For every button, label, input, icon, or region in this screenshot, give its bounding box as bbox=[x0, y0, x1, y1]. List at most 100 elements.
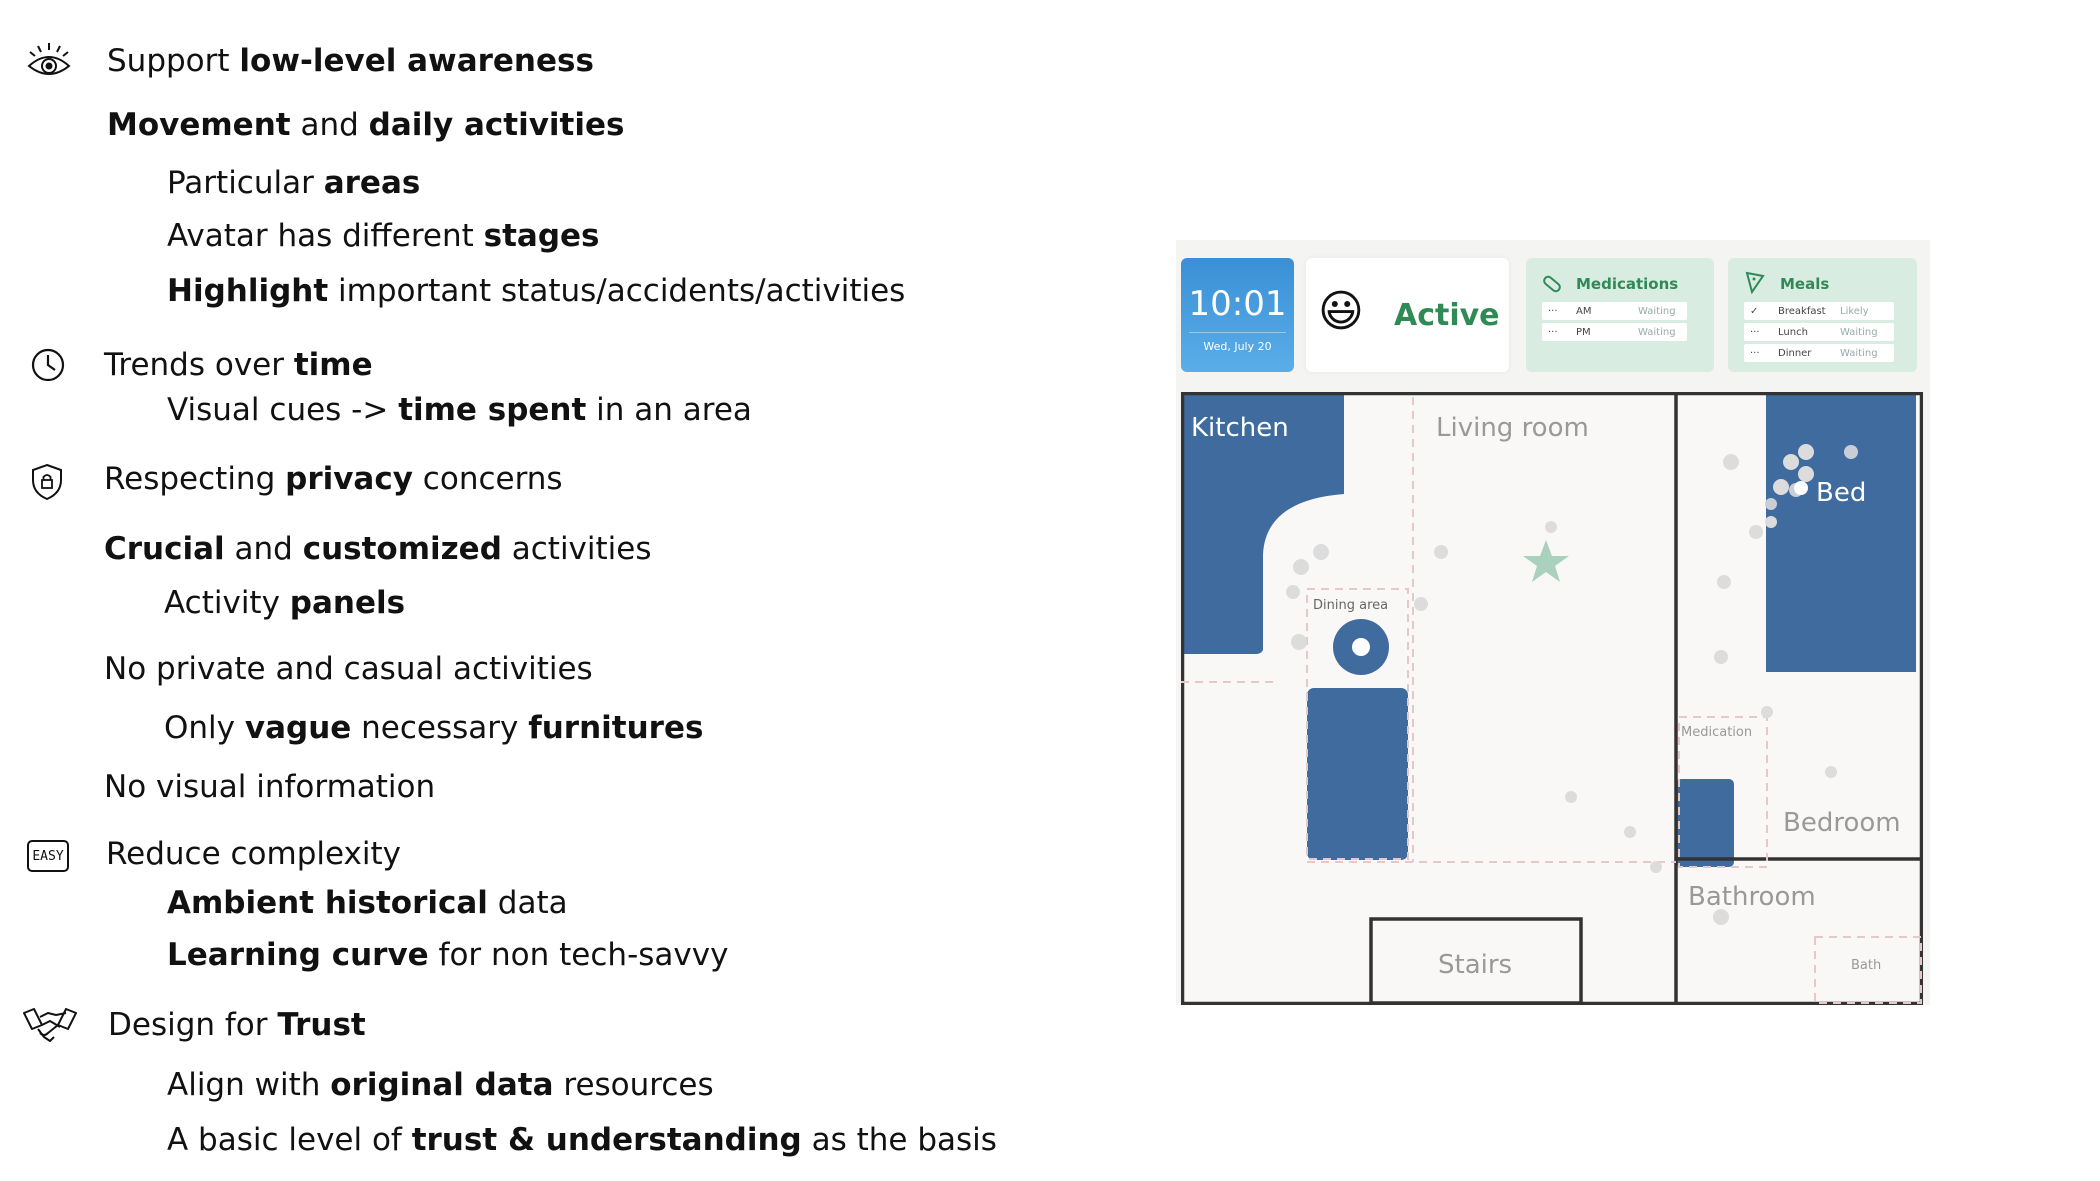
text: in an area bbox=[586, 392, 752, 428]
bullet-line: Crucial and customized activities bbox=[104, 534, 652, 565]
text: Only bbox=[164, 710, 245, 746]
bullet-line: Trends over time bbox=[104, 350, 373, 381]
shield-lock-icon bbox=[32, 463, 62, 501]
item-label: PM bbox=[1576, 327, 1591, 338]
status-mark: ··· bbox=[1548, 327, 1558, 338]
text: Design for bbox=[108, 1007, 278, 1043]
text: and bbox=[224, 531, 303, 567]
text: concerns bbox=[412, 461, 563, 497]
room-label-bath: Bath bbox=[1851, 958, 1882, 973]
dining-bench bbox=[1307, 688, 1408, 860]
item-label: AM bbox=[1576, 306, 1592, 317]
room-label-stairs: Stairs bbox=[1438, 950, 1513, 980]
avatar-dot bbox=[1794, 481, 1808, 495]
text: Activity bbox=[164, 585, 290, 621]
bullet-line: Movement and daily activities bbox=[107, 110, 624, 141]
bullet-line: Particular areas bbox=[167, 168, 420, 199]
bullet-line: Design for Trust bbox=[108, 1010, 366, 1041]
bold-text: low-level awareness bbox=[239, 43, 594, 79]
bullet-line: Align with original data resources bbox=[167, 1070, 714, 1101]
item-label: Dinner bbox=[1778, 348, 1812, 359]
text: Particular bbox=[167, 165, 324, 201]
bold-text: Ambient historical bbox=[167, 885, 488, 921]
bold-text: time bbox=[293, 347, 373, 383]
bullet-line: Highlight important status/accidents/act… bbox=[167, 276, 905, 307]
bold-text: Trust bbox=[277, 1007, 366, 1043]
item-status: Waiting bbox=[1638, 327, 1676, 338]
clock-icon bbox=[31, 348, 65, 382]
medications-card: Medications ··· AM Waiting··· PM Waiting bbox=[1526, 258, 1714, 372]
status-mark: ··· bbox=[1548, 306, 1558, 317]
clock-card: 10:01 Wed, July 20 bbox=[1181, 258, 1294, 372]
text: important status/accidents/activities bbox=[328, 273, 906, 309]
text: No private and casual activities bbox=[104, 651, 593, 687]
pizza-icon bbox=[1745, 271, 1765, 294]
bold-text: vague bbox=[244, 710, 352, 746]
text: resources bbox=[553, 1067, 714, 1103]
bold-text: customized bbox=[302, 531, 502, 567]
clock-date: Wed, July 20 bbox=[1203, 340, 1272, 353]
bold-text: original data bbox=[330, 1067, 554, 1103]
text: necessary bbox=[351, 710, 529, 746]
item-label: Breakfast bbox=[1778, 306, 1826, 317]
text: Visual cues -> bbox=[167, 392, 399, 428]
room-label-bedroom: Bedroom bbox=[1783, 808, 1901, 838]
meals-title: Meals bbox=[1780, 275, 1830, 293]
status-mark: ··· bbox=[1750, 348, 1760, 359]
star-marker bbox=[1523, 540, 1569, 582]
bullet-line: Only vague necessary furnitures bbox=[164, 713, 703, 744]
bold-text: Learning curve bbox=[167, 937, 429, 973]
bullet-line: Avatar has different stages bbox=[167, 221, 600, 252]
room-label-bathroom: Bathroom bbox=[1688, 882, 1816, 912]
text: No visual information bbox=[104, 769, 436, 805]
text: Reduce complexity bbox=[106, 836, 401, 872]
medication-cabinet bbox=[1676, 779, 1734, 867]
smiley-icon: 😃 bbox=[1318, 286, 1364, 337]
floor-plan bbox=[1181, 392, 1923, 1005]
bullet-line: Ambient historical data bbox=[167, 888, 568, 919]
room-label-bed: Bed bbox=[1816, 478, 1867, 508]
kitchen-counter bbox=[1181, 392, 1344, 654]
item-status: Waiting bbox=[1840, 348, 1878, 359]
text: activities bbox=[501, 531, 652, 567]
bold-text: Movement bbox=[107, 107, 291, 143]
room-label-living-room: Living room bbox=[1436, 413, 1589, 443]
home-monitor-mockup: 10:01 Wed, July 20 😃 Active Medications … bbox=[1176, 240, 1930, 1005]
text: data bbox=[487, 885, 568, 921]
bullet-line: Learning curve for non tech-savvy bbox=[167, 940, 728, 971]
list-item: ··· PM Waiting bbox=[1542, 323, 1687, 341]
bullet-line: Support low-level awareness bbox=[107, 46, 594, 77]
item-status: Likely bbox=[1840, 306, 1869, 317]
status-card: 😃 Active bbox=[1306, 258, 1509, 372]
bold-text: stages bbox=[483, 218, 600, 254]
text: as the basis bbox=[801, 1122, 997, 1158]
medications-title: Medications bbox=[1576, 275, 1679, 293]
bold-text: daily activities bbox=[368, 107, 625, 143]
text: and bbox=[290, 107, 369, 143]
text: for non tech-savvy bbox=[428, 937, 729, 973]
room-label-medication: Medication bbox=[1681, 725, 1753, 740]
bold-text: Highlight bbox=[167, 273, 329, 309]
room-label-dining-area: Dining area bbox=[1313, 598, 1389, 613]
clock-time: 10:01 bbox=[1188, 284, 1287, 324]
easy-icon: EASY bbox=[27, 840, 69, 872]
bullet-line: Activity panels bbox=[164, 588, 405, 619]
text: Trends over bbox=[104, 347, 294, 383]
bold-text: time spent bbox=[398, 392, 587, 428]
text: A basic level of bbox=[167, 1122, 412, 1158]
bold-text: areas bbox=[323, 165, 421, 201]
bullet-line: No private and casual activities bbox=[104, 654, 593, 685]
item-status: Waiting bbox=[1840, 327, 1878, 338]
bold-text: privacy bbox=[285, 461, 413, 497]
bold-text: Crucial bbox=[104, 531, 225, 567]
status-mark: ··· bbox=[1750, 327, 1760, 338]
text: Respecting bbox=[104, 461, 286, 497]
bold-text: furnitures bbox=[528, 710, 704, 746]
status-label: Active bbox=[1394, 298, 1500, 333]
bed bbox=[1766, 392, 1916, 672]
bullet-line: No visual information bbox=[104, 772, 435, 803]
bullet-line: Visual cues -> time spent in an area bbox=[167, 395, 752, 426]
bold-text: panels bbox=[289, 585, 406, 621]
